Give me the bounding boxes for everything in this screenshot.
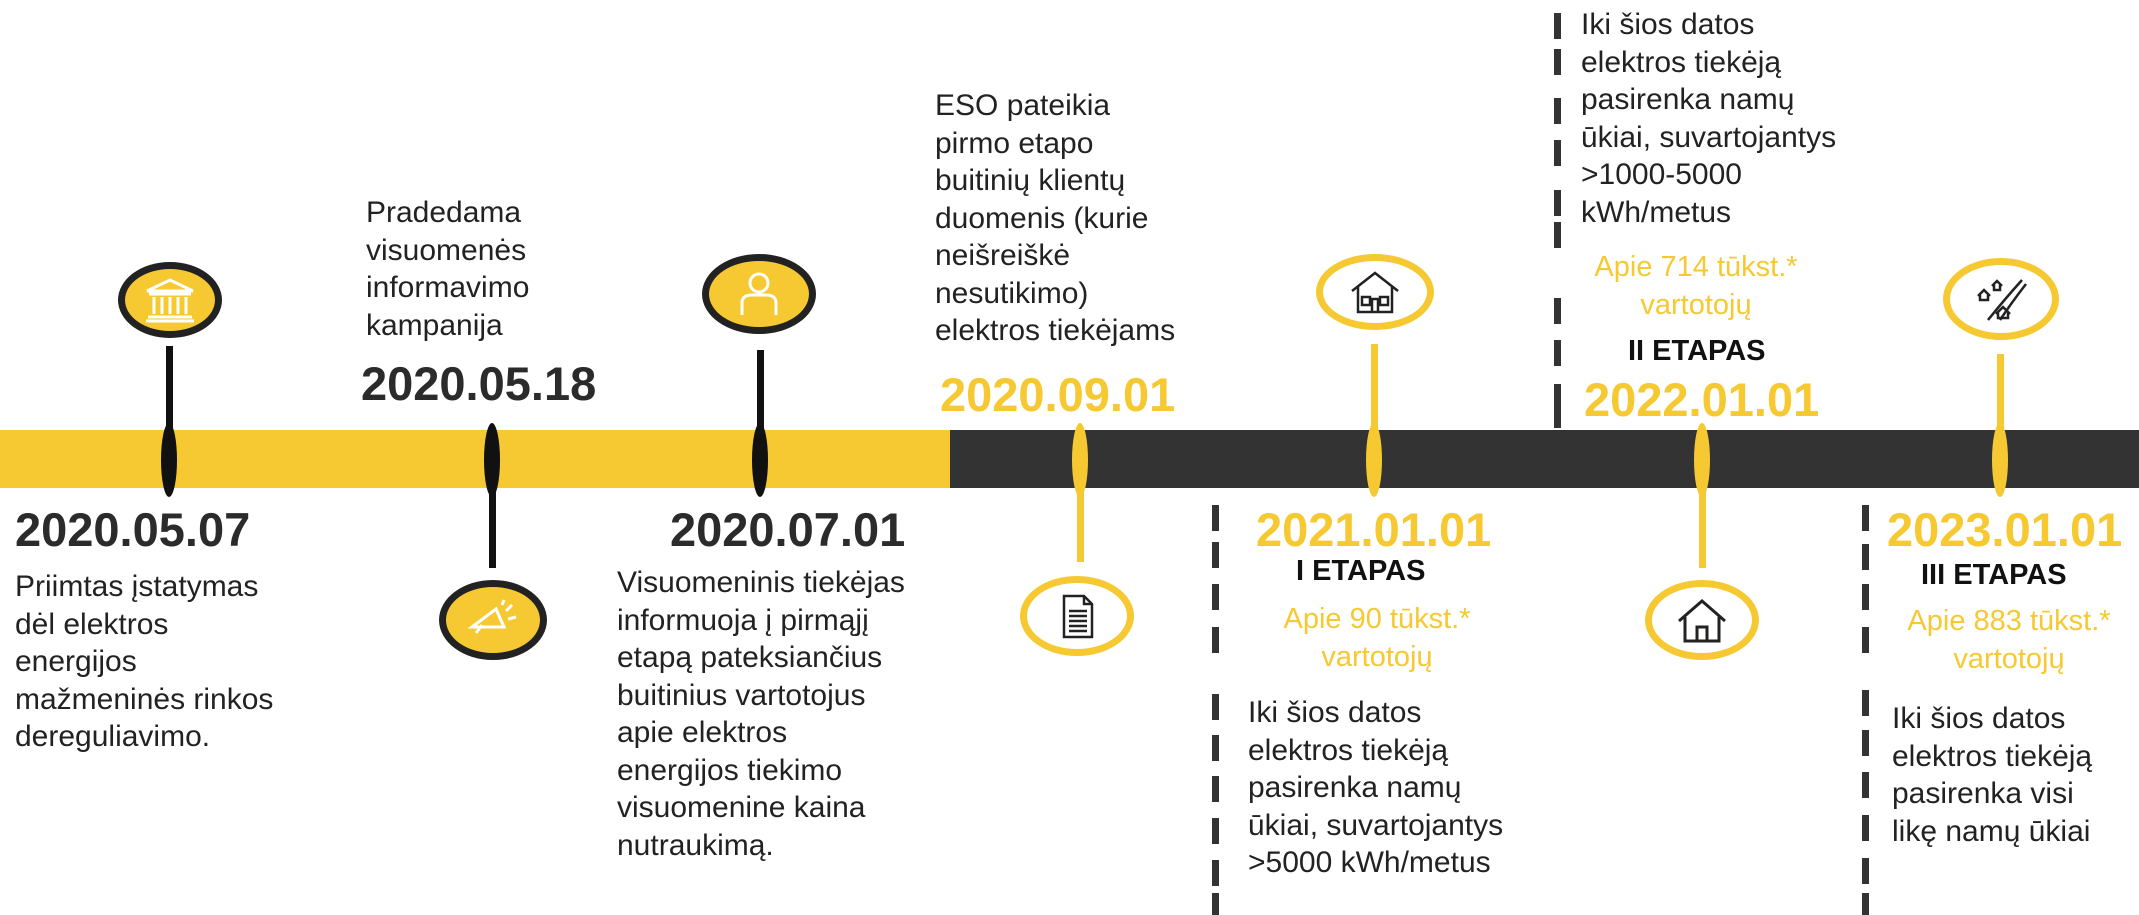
event-description: Priimtas įstatymas dėl elektros energijo… [15, 570, 274, 753]
divider-dash [1554, 190, 1561, 216]
divider-dash [1212, 694, 1219, 720]
event-description: Iki šios datos elektros tiekėją pasirenk… [1581, 8, 1837, 229]
divider-dash [1862, 584, 1869, 610]
event-stem [1699, 488, 1706, 568]
consumer-count: Apie 90 tūkst.* vartotojų [1283, 603, 1471, 673]
divider-dash [1212, 505, 1219, 531]
event-stem [757, 350, 764, 440]
event-date: 2021.01.01 [1256, 503, 1492, 556]
event-date: 2020.05.18 [361, 357, 597, 410]
timeline-marker [1072, 423, 1088, 497]
village-road-icon [1943, 258, 2059, 340]
stage-label: I ETAPAS [1296, 555, 1426, 587]
divider-dash [1862, 858, 1869, 884]
divider-dash [1862, 544, 1869, 570]
divider-dash [1862, 772, 1869, 798]
document-icon [1020, 576, 1134, 656]
event-date: 2022.01.01 [1584, 373, 1820, 426]
divider-dash [1554, 98, 1561, 124]
timeline-bar-future [950, 430, 2139, 488]
consumer-count: Apie 883 tūkst.* vartotojų [1907, 605, 2111, 675]
divider-dash [1554, 410, 1561, 428]
divider-dash [1212, 584, 1219, 610]
divider-dash [1862, 893, 1869, 915]
event-stem [1371, 344, 1378, 440]
divider-dash [1212, 735, 1219, 761]
event-description: ESO pateikia pirmo etapo buitinių klient… [935, 89, 1176, 347]
timeline-marker [161, 423, 177, 497]
event-description: Visuomeninis tiekėjas informuoja į pirmą… [617, 566, 905, 862]
divider-dash [1862, 815, 1869, 841]
timeline-marker [1366, 423, 1382, 497]
divider-dash [1554, 384, 1561, 410]
event-stem [1997, 354, 2004, 438]
person-icon [702, 254, 816, 334]
home-icon [1645, 580, 1759, 660]
timeline-marker [484, 423, 500, 497]
consumer-count: Apie 714 tūkst.* vartotojų [1594, 251, 1798, 321]
divider-dash [1554, 298, 1561, 324]
divider-dash [1212, 860, 1219, 886]
divider-dash [1212, 818, 1219, 844]
divider-dash [1554, 340, 1561, 366]
event-stem [166, 346, 173, 442]
divider-dash [1554, 49, 1561, 75]
divider-dash [1554, 222, 1561, 248]
event-date: 2020.07.01 [670, 503, 906, 556]
timeline-marker [752, 423, 768, 497]
timeline-marker [1694, 423, 1710, 497]
divider-dash [1862, 627, 1869, 653]
divider-dash [1212, 627, 1219, 653]
timeline-bar-past [0, 430, 950, 488]
event-date: 2023.01.01 [1887, 503, 2123, 556]
divider-dash [1862, 730, 1869, 756]
event-stem [489, 488, 496, 568]
divider-dash [1862, 505, 1869, 531]
timeline-marker [1992, 423, 2008, 497]
house-icon [1316, 254, 1434, 330]
divider-dash [1554, 13, 1561, 39]
bank-icon [118, 262, 222, 338]
divider-dash [1862, 690, 1869, 716]
divider-dash [1212, 893, 1219, 915]
stage-label: III ETAPAS [1921, 559, 2067, 591]
divider-dash [1212, 542, 1219, 568]
divider-dash [1212, 776, 1219, 802]
event-description: Pradedama visuomenės informavimo kampani… [366, 196, 530, 342]
event-stem [1077, 488, 1084, 562]
event-description: Iki šios datos elektros tiekėją pasirenk… [1892, 702, 2093, 848]
divider-dash [1554, 140, 1561, 166]
event-date: 2020.05.07 [15, 503, 251, 556]
stage-label: II ETAPAS [1628, 335, 1766, 367]
event-description: Iki šios datos elektros tiekėją pasirenk… [1248, 696, 1504, 879]
event-date: 2020.09.01 [940, 368, 1176, 421]
megaphone-icon [439, 580, 547, 660]
